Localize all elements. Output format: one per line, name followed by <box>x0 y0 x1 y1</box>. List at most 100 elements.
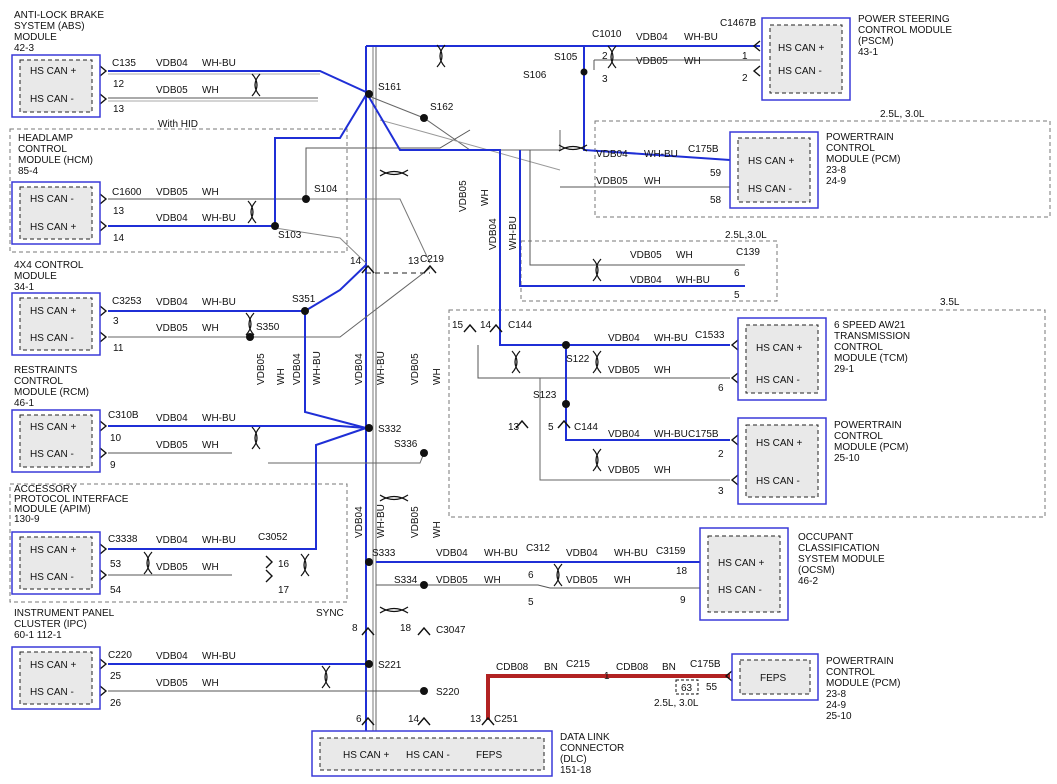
splice-label: S106 <box>523 70 547 81</box>
connector-label: C3338 <box>108 534 138 545</box>
connector-label: C1010 <box>592 29 622 40</box>
module-rcm: HS CAN + HS CAN - RESTRAINTS CONTROL MOD… <box>11 365 101 473</box>
module-title: POWERTRAIN <box>826 656 894 667</box>
module-title: MODULE (PCM) <box>826 154 900 165</box>
circuit-label: WH-BU <box>508 216 519 250</box>
circuit-label: VDB04 <box>156 58 188 69</box>
pin-number: 8 <box>352 623 358 634</box>
connector-label: C139 <box>736 247 760 258</box>
pin-number: 14 <box>113 233 125 244</box>
pin-number: 10 <box>110 433 122 444</box>
circuit-label: WH <box>202 562 219 573</box>
splice-label: S332 <box>378 424 402 435</box>
pin-label: HS CAN + <box>778 43 825 54</box>
circuit-label: WH <box>202 440 219 451</box>
module-title: POWERTRAIN <box>826 132 894 143</box>
module-title: 29-1 <box>834 364 854 375</box>
circuit-label: WH <box>202 678 219 689</box>
module-tcm: HS CAN + HS CAN - 6 SPEED AW21 TRANSMISS… <box>737 317 910 401</box>
circuit-labels: VDB04 WH-BU VDB05 WH VDB05 WH VDB04 WH-B… <box>156 32 718 689</box>
module-title: SYSTEM MODULE <box>798 554 885 565</box>
pin-number: 13 <box>408 256 420 267</box>
pin-number: 55 <box>706 682 718 693</box>
circuit-label: CDB08 <box>616 662 649 673</box>
module-title: 34-1 <box>14 282 34 293</box>
circuit-label: VDB04 <box>488 218 499 250</box>
module-title: CONTROL <box>18 144 67 155</box>
circuit-label: VDB05 <box>410 353 421 385</box>
circuit-label: WH <box>654 465 671 476</box>
note-variant: 2.5L, 3.0L <box>880 109 925 120</box>
circuit-label: VDB04 <box>354 353 365 385</box>
module-title: 23-8 <box>826 689 846 700</box>
circuit-label: CDB08 <box>496 662 529 673</box>
pin-label: HS CAN - <box>406 750 450 761</box>
module-dlc: HS CAN + HS CAN - FEPS DATA LINK CONNECT… <box>311 730 624 777</box>
pin-number: 17 <box>278 585 290 596</box>
note-variant: 2.5L,3.0L <box>725 230 767 241</box>
connector-label: C135 <box>112 58 136 69</box>
circuit-label: BN <box>544 662 558 673</box>
connector-label: C1467B <box>720 18 756 29</box>
pin-label: HS CAN + <box>30 306 77 317</box>
circuit-label: WH-BU <box>654 429 688 440</box>
module-title: INSTRUMENT PANEL <box>14 608 115 619</box>
module-title: (PSCM) <box>858 36 894 47</box>
pin-number: 63 <box>681 683 693 694</box>
pin-number: 12 <box>113 79 125 90</box>
circuit-label: WH-BU <box>202 651 236 662</box>
connector-label: C1600 <box>112 187 142 198</box>
connector-label: C3047 <box>436 625 466 636</box>
circuit-label: VDB04 <box>596 149 628 160</box>
pin-number: 2 <box>602 51 608 62</box>
module-hcm: HS CAN - HS CAN + HEADLAMP CONTROL MODUL… <box>11 133 101 245</box>
note-variant: 2.5L, 3.0L <box>654 698 699 709</box>
pin-number: 3 <box>602 74 608 85</box>
connector-labels: C135 C1600 C3253 C310B C3338 C3052 C220 … <box>108 18 760 725</box>
circuit-label: VDB05 <box>630 250 662 261</box>
pin-number: 18 <box>400 623 412 634</box>
module-title: 25-10 <box>834 453 860 464</box>
circuit-label: VDB05 <box>410 506 421 538</box>
module-title: PROTOCOL INTERFACE <box>14 494 129 505</box>
connector-label: C215 <box>566 659 590 670</box>
splice-label: S334 <box>394 575 418 586</box>
module-abs: HS CAN + HS CAN - ANTI-LOCK BRAKE SYSTEM… <box>11 10 104 118</box>
connector-label: C310B <box>108 410 139 421</box>
circuit-label: WH-BU <box>644 149 678 160</box>
circuit-label: VDB04 <box>292 353 303 385</box>
module-title: 46-2 <box>798 576 818 587</box>
circuit-label: WH <box>202 187 219 198</box>
module-title: 60-1 112-1 <box>14 630 62 641</box>
module-title: CONTROL MODULE <box>858 25 952 36</box>
main-bus <box>365 45 760 735</box>
module-title: CONTROL <box>826 667 875 678</box>
circuit-label: VDB05 <box>608 365 640 376</box>
splice-label: S123 <box>533 390 557 401</box>
pin-number: 9 <box>680 595 686 606</box>
module-title: CONTROL <box>14 376 63 387</box>
pin-label: HS CAN - <box>756 375 800 386</box>
connector-label: C3052 <box>258 532 288 543</box>
pin-label: HS CAN - <box>30 687 74 698</box>
pin-number: 13 <box>508 422 520 433</box>
circuit-label: VDB05 <box>458 180 469 212</box>
circuit-label: WH <box>644 176 661 187</box>
module-title: SYSTEM (ABS) <box>14 21 85 32</box>
connector-label: C3253 <box>112 296 142 307</box>
splice-labels: S161 S162 S105 S106 S104 S103 S351 S350 … <box>256 52 590 698</box>
circuit-label: WH-BU <box>684 32 718 43</box>
circuit-label: WH-BU <box>202 297 236 308</box>
splice-label: S162 <box>430 102 454 113</box>
pin-label: HS CAN - <box>30 449 74 460</box>
circuit-label: WH <box>654 365 671 376</box>
connector-label: C175B <box>688 144 719 155</box>
module-title: MODULE <box>14 271 57 282</box>
connector-label: C175B <box>690 659 721 670</box>
pin-label: HS CAN - <box>778 66 822 77</box>
pin-number: 11 <box>113 343 124 354</box>
pin-label: HS CAN + <box>756 343 803 354</box>
circuit-label: WH <box>684 56 701 67</box>
splice-label: S350 <box>256 322 280 333</box>
